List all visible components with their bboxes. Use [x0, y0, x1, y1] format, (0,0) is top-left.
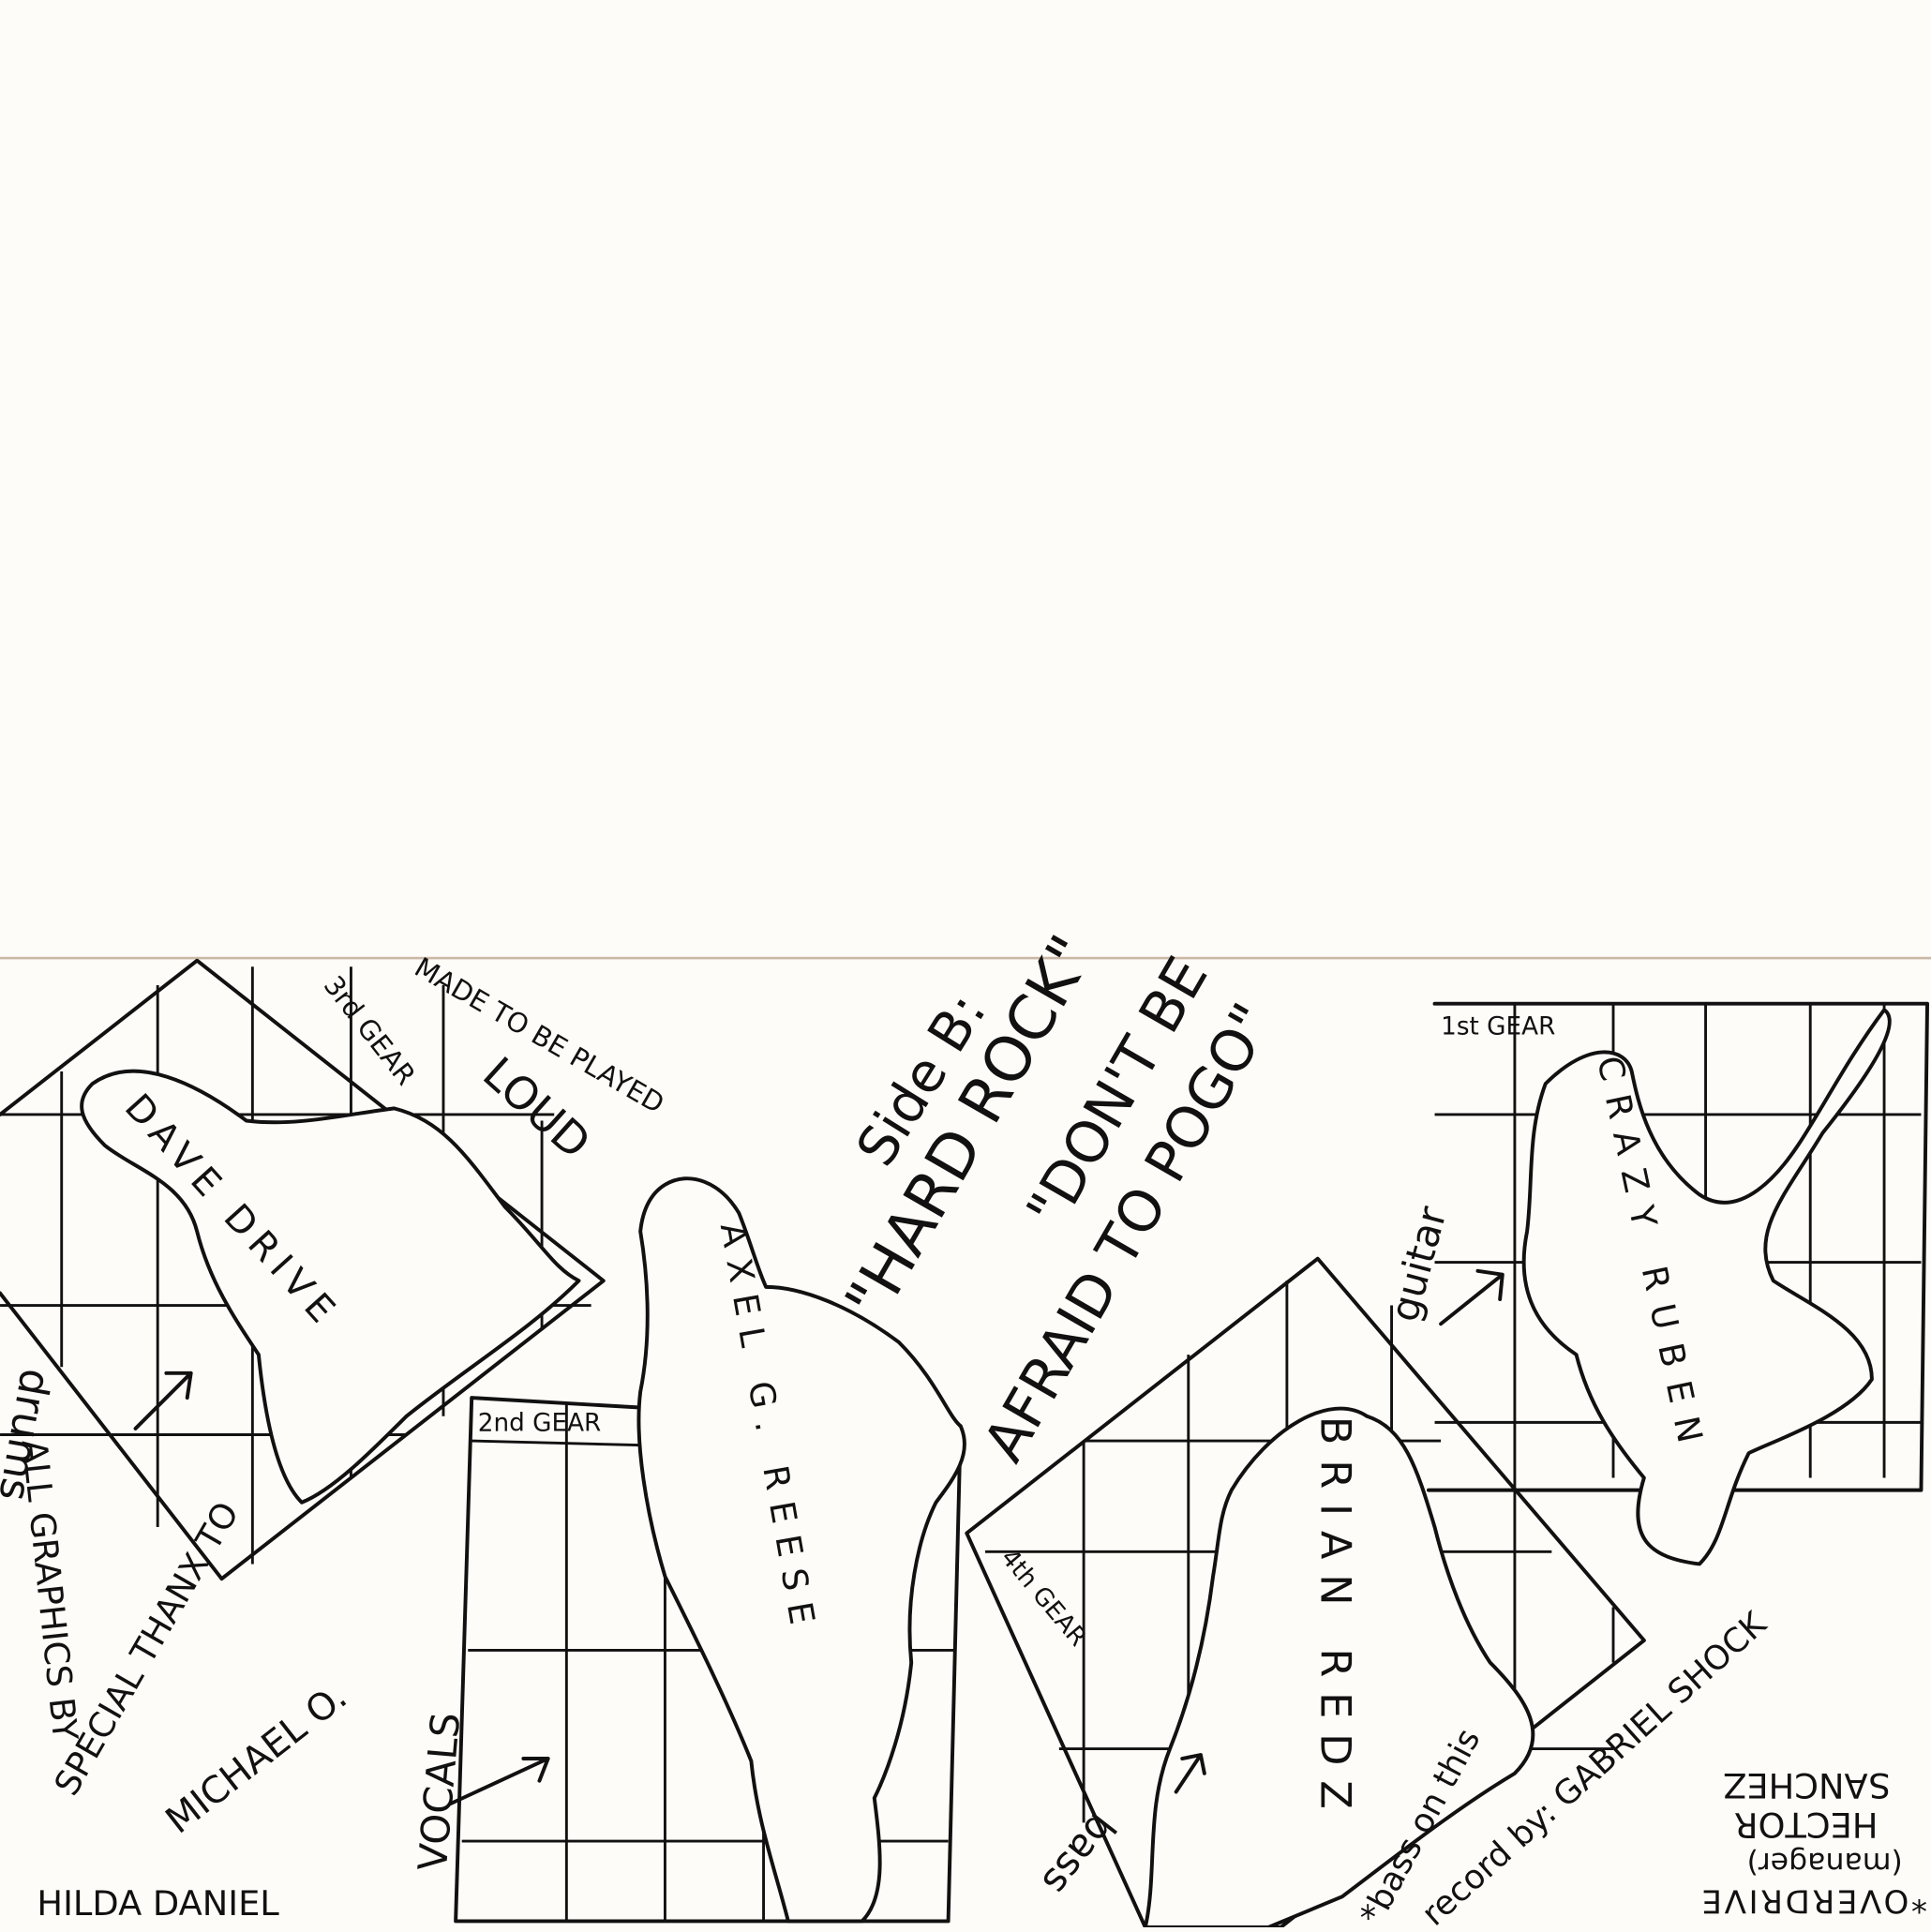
diamond-frame	[0, 958, 606, 1581]
silhouette-brian	[1143, 1406, 1535, 1929]
silhouette-ruben	[1521, 1008, 1892, 1566]
silhouette-dave	[80, 1069, 581, 1505]
arrow-icon	[133, 1370, 193, 1430]
manager-credit: *OVERDRIVE (manager) HECTOR SANCHEZ	[1699, 1765, 1927, 1920]
arrow-icon	[447, 1757, 550, 1806]
gear-label: 2nd GEAR	[478, 1410, 602, 1438]
panel-guitar: 1st GEAR guitar CRAZY RUBEN	[1381, 1001, 1929, 1566]
member-name: BRIAN REDZ	[1311, 1416, 1360, 1824]
manager-line1: *OVERDRIVE	[1699, 1882, 1927, 1920]
silhouette-axel	[636, 1176, 966, 1924]
arrow-icon	[1174, 1753, 1206, 1794]
manager-line2: (manager)	[1747, 1846, 1903, 1880]
panel-bass: 4th GEAR bass BRIAN REDZ	[965, 1256, 1646, 1929]
manager-line3: HECTOR	[1734, 1805, 1879, 1845]
graphics-name: HILDA DANIEL	[37, 1883, 279, 1924]
arrow-icon	[1439, 1268, 1504, 1326]
manager-line4: SANCHEZ	[1723, 1765, 1890, 1805]
gear-label: 1st GEAR	[1441, 1013, 1555, 1041]
